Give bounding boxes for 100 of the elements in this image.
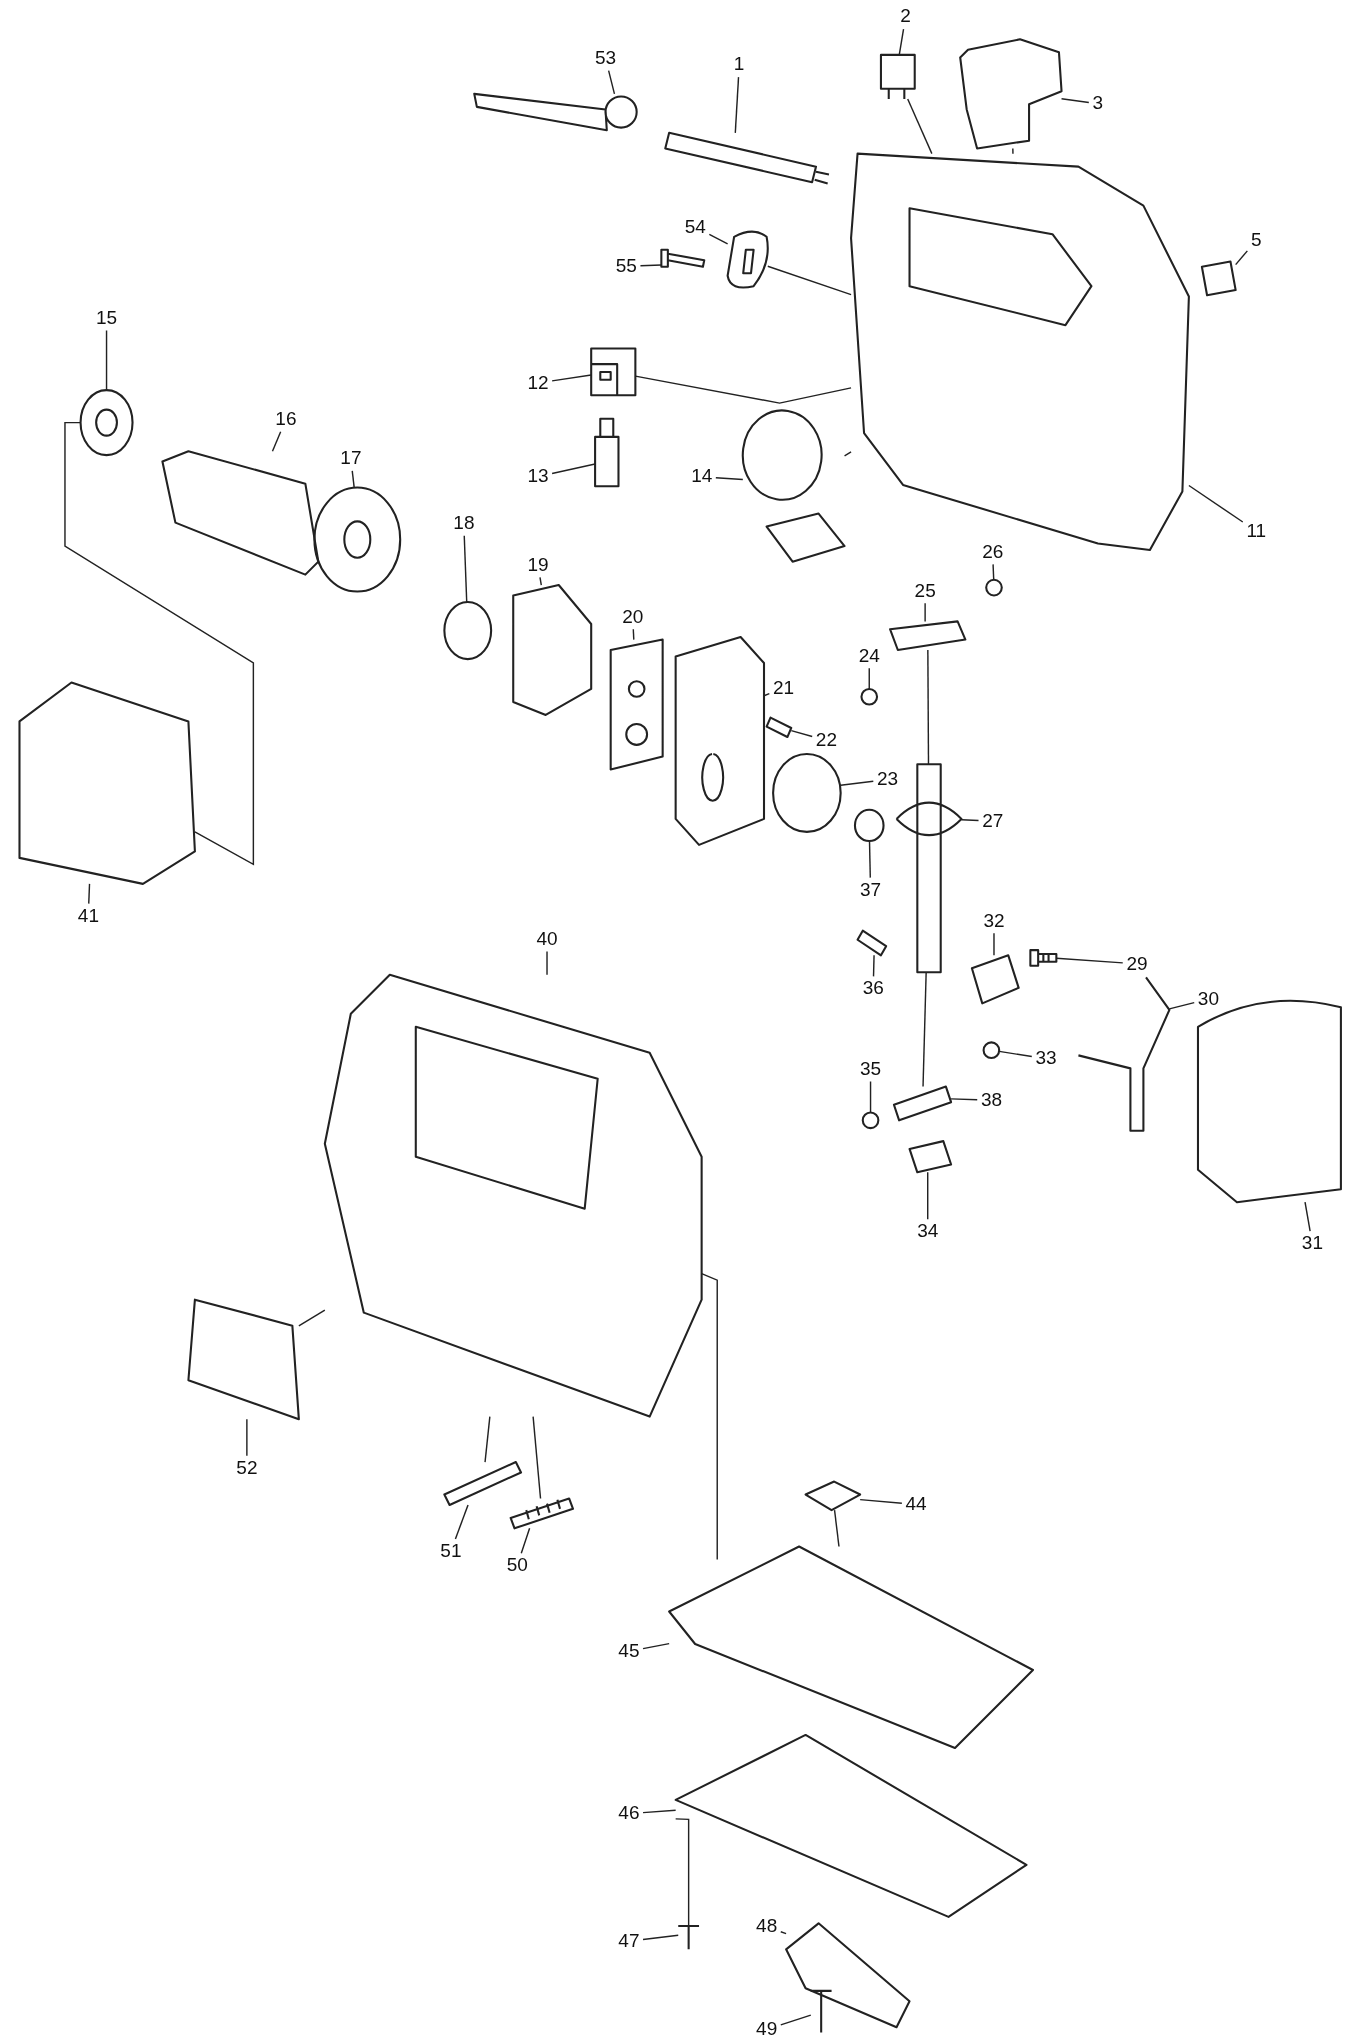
assembly-line: [64, 421, 255, 866]
leader-line: [1304, 1201, 1311, 1232]
assembly-line: [1012, 147, 1014, 155]
part-drawing: [879, 53, 916, 101]
leader-line: [734, 76, 740, 134]
part-drawing: [664, 131, 830, 185]
callout-number: 14: [690, 465, 714, 488]
leader-line: [271, 431, 282, 452]
part-drawing: [313, 486, 402, 593]
callout-number: 18: [452, 512, 476, 535]
part-drawing: [741, 409, 846, 563]
part-drawing: [473, 92, 638, 132]
leader-line: [869, 1080, 872, 1114]
leader-line: [960, 818, 980, 822]
part-drawing: [1200, 260, 1237, 297]
leader-line: [1188, 484, 1244, 523]
leader-line: [642, 1809, 677, 1814]
leader-line: [551, 463, 596, 475]
assembly-line: [298, 1309, 326, 1327]
assembly-line: [674, 1818, 690, 1927]
part-drawing: [590, 347, 637, 397]
callout-number: 52: [235, 1456, 259, 1479]
callout-number: 21: [772, 677, 796, 700]
callout-number: 5: [1249, 228, 1263, 251]
assembly-line: [833, 1509, 840, 1548]
callout-number: 38: [979, 1089, 1003, 1112]
callout-number: 45: [617, 1639, 641, 1662]
part-drawing: [674, 1733, 1028, 1918]
leader-line: [1234, 250, 1249, 266]
leader-line: [872, 954, 875, 978]
leader-line: [551, 374, 592, 382]
leader-line: [454, 1504, 469, 1540]
callout-number: 26: [981, 540, 1005, 563]
leader-line: [463, 535, 468, 603]
leader-line: [992, 563, 995, 581]
assembly-line: [922, 971, 927, 1088]
part-drawing: [1029, 949, 1058, 967]
leader-line: [520, 1527, 531, 1554]
callout-number: 46: [617, 1802, 641, 1825]
assembly-line: [700, 1272, 718, 1561]
callout-number: 27: [981, 809, 1005, 832]
part-drawing: [187, 1298, 300, 1421]
leader-line: [927, 1171, 929, 1221]
callout-number: 23: [875, 768, 900, 791]
leader-line: [780, 1931, 787, 1935]
part-drawing: [323, 973, 703, 1418]
part-drawing: [853, 808, 885, 842]
part-drawing: [512, 584, 593, 716]
part-drawing: [982, 1041, 1001, 1059]
leader-line: [642, 1934, 679, 1941]
leader-line: [898, 28, 905, 56]
part-drawing: [809, 1989, 833, 2034]
leader-line: [1060, 97, 1090, 104]
part-drawing: [1078, 976, 1171, 1132]
assembly-line: [532, 1415, 542, 1500]
callout-number: 1: [732, 53, 746, 76]
assembly-line: [907, 98, 933, 155]
part-drawing: [677, 1924, 701, 1951]
callout-number: 2: [899, 5, 912, 28]
leader-line: [708, 233, 729, 245]
leader-line: [88, 883, 91, 905]
callout-number: 54: [683, 215, 707, 238]
assembly-line: [484, 1415, 491, 1463]
leader-line: [351, 470, 355, 489]
callout-number: 44: [904, 1493, 928, 1516]
callout-number: 36: [861, 977, 885, 1000]
leader-line: [546, 950, 548, 976]
leader-line: [993, 932, 995, 957]
part-drawing: [970, 954, 1020, 1005]
leader-line: [780, 2014, 812, 2026]
part-drawing: [660, 248, 706, 268]
leader-line: [868, 667, 870, 690]
part-drawing: [908, 1140, 953, 1174]
leader-line: [790, 729, 813, 738]
part-drawing: [594, 417, 620, 488]
part-drawing: [765, 716, 793, 739]
leader-line: [639, 264, 663, 267]
part-drawing: [443, 1461, 523, 1506]
callout-number: 50: [505, 1554, 529, 1577]
leader-line: [539, 576, 542, 586]
leader-line: [839, 780, 874, 786]
callout-number: 20: [621, 605, 645, 628]
assembly-line: [843, 451, 852, 457]
part-drawing: [79, 389, 134, 457]
callout-number: 41: [76, 904, 100, 927]
part-drawing: [609, 638, 664, 771]
part-drawing: [726, 230, 769, 289]
part-drawing: [668, 1545, 1034, 1749]
leader-line: [998, 1050, 1033, 1058]
part-drawing: [804, 1480, 862, 1512]
callout-number: 37: [859, 878, 883, 901]
callout-number: 35: [859, 1057, 883, 1080]
callout-number: 13: [526, 465, 550, 488]
part-drawing: [856, 929, 888, 957]
assembly-line: [767, 265, 852, 296]
part-drawing: [892, 1085, 953, 1122]
part-drawing: [889, 620, 967, 652]
callout-number: 24: [857, 644, 881, 667]
part-drawing: [860, 688, 879, 706]
part-drawing: [674, 635, 766, 846]
